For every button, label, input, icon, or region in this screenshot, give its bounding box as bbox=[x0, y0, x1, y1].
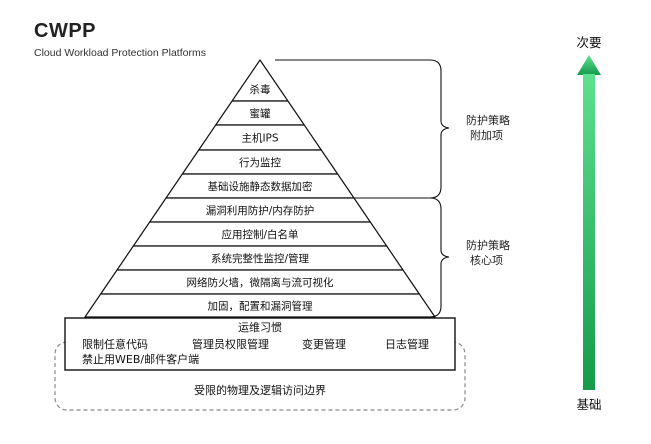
page-subtitle: Cloud Workload Protection Platforms bbox=[34, 47, 206, 59]
brace-core-line2: 核心项 bbox=[470, 253, 503, 267]
brace-optional-line2: 附加项 bbox=[470, 128, 503, 142]
pyramid-level-label: 应用控制/白名单 bbox=[221, 228, 298, 241]
pyramid-level-label: 网络防火墙，微隔离与流可视化 bbox=[187, 276, 334, 289]
arrow-top-label: 次要 bbox=[576, 35, 601, 50]
brace-core bbox=[333, 197, 450, 318]
brace-optional bbox=[275, 59, 450, 199]
pyramid-level-label: 主机IPS bbox=[241, 132, 278, 145]
ops-title: 运维习惯 bbox=[238, 320, 282, 334]
pyramid-level-label: 加固，配置和漏洞管理 bbox=[208, 300, 313, 313]
pyramid-level-label: 行为监控 bbox=[239, 156, 281, 169]
ops-item-no-web-mail: 禁止用WEB/邮件客户端 bbox=[82, 352, 199, 366]
pyramid-level-label: 杀毒 bbox=[250, 83, 271, 96]
page-title: CWPP bbox=[34, 20, 96, 42]
ops-item-log-mgmt: 日志管理 bbox=[385, 337, 429, 351]
pyramid-level-label: 漏洞利用防护/内存防护 bbox=[206, 204, 315, 217]
arrow-head-icon bbox=[577, 55, 601, 75]
brace-core-line1: 防护策略 bbox=[466, 238, 510, 252]
ops-item-admin-rights: 管理员权限管理 bbox=[192, 337, 269, 351]
ops-item-change-mgmt: 变更管理 bbox=[302, 337, 346, 351]
pyramid-level-label: 系统完整性监控/管理 bbox=[211, 252, 310, 265]
arrow-shaft bbox=[583, 74, 595, 390]
pyramid-level-10 bbox=[84, 293, 436, 318]
pyramid-level-label: 基础设施静态数据加密 bbox=[208, 180, 313, 193]
pyramid-level-label: 蜜罐 bbox=[250, 107, 271, 120]
ops-item-limit-code: 限制任意代码 bbox=[82, 337, 148, 351]
brace-optional-line1: 防护策略 bbox=[466, 113, 510, 127]
boundary-label: 受限的物理及逻辑访问边界 bbox=[194, 383, 326, 397]
ops-box bbox=[64, 317, 456, 371]
arrow-bottom-label: 基础 bbox=[576, 397, 601, 412]
